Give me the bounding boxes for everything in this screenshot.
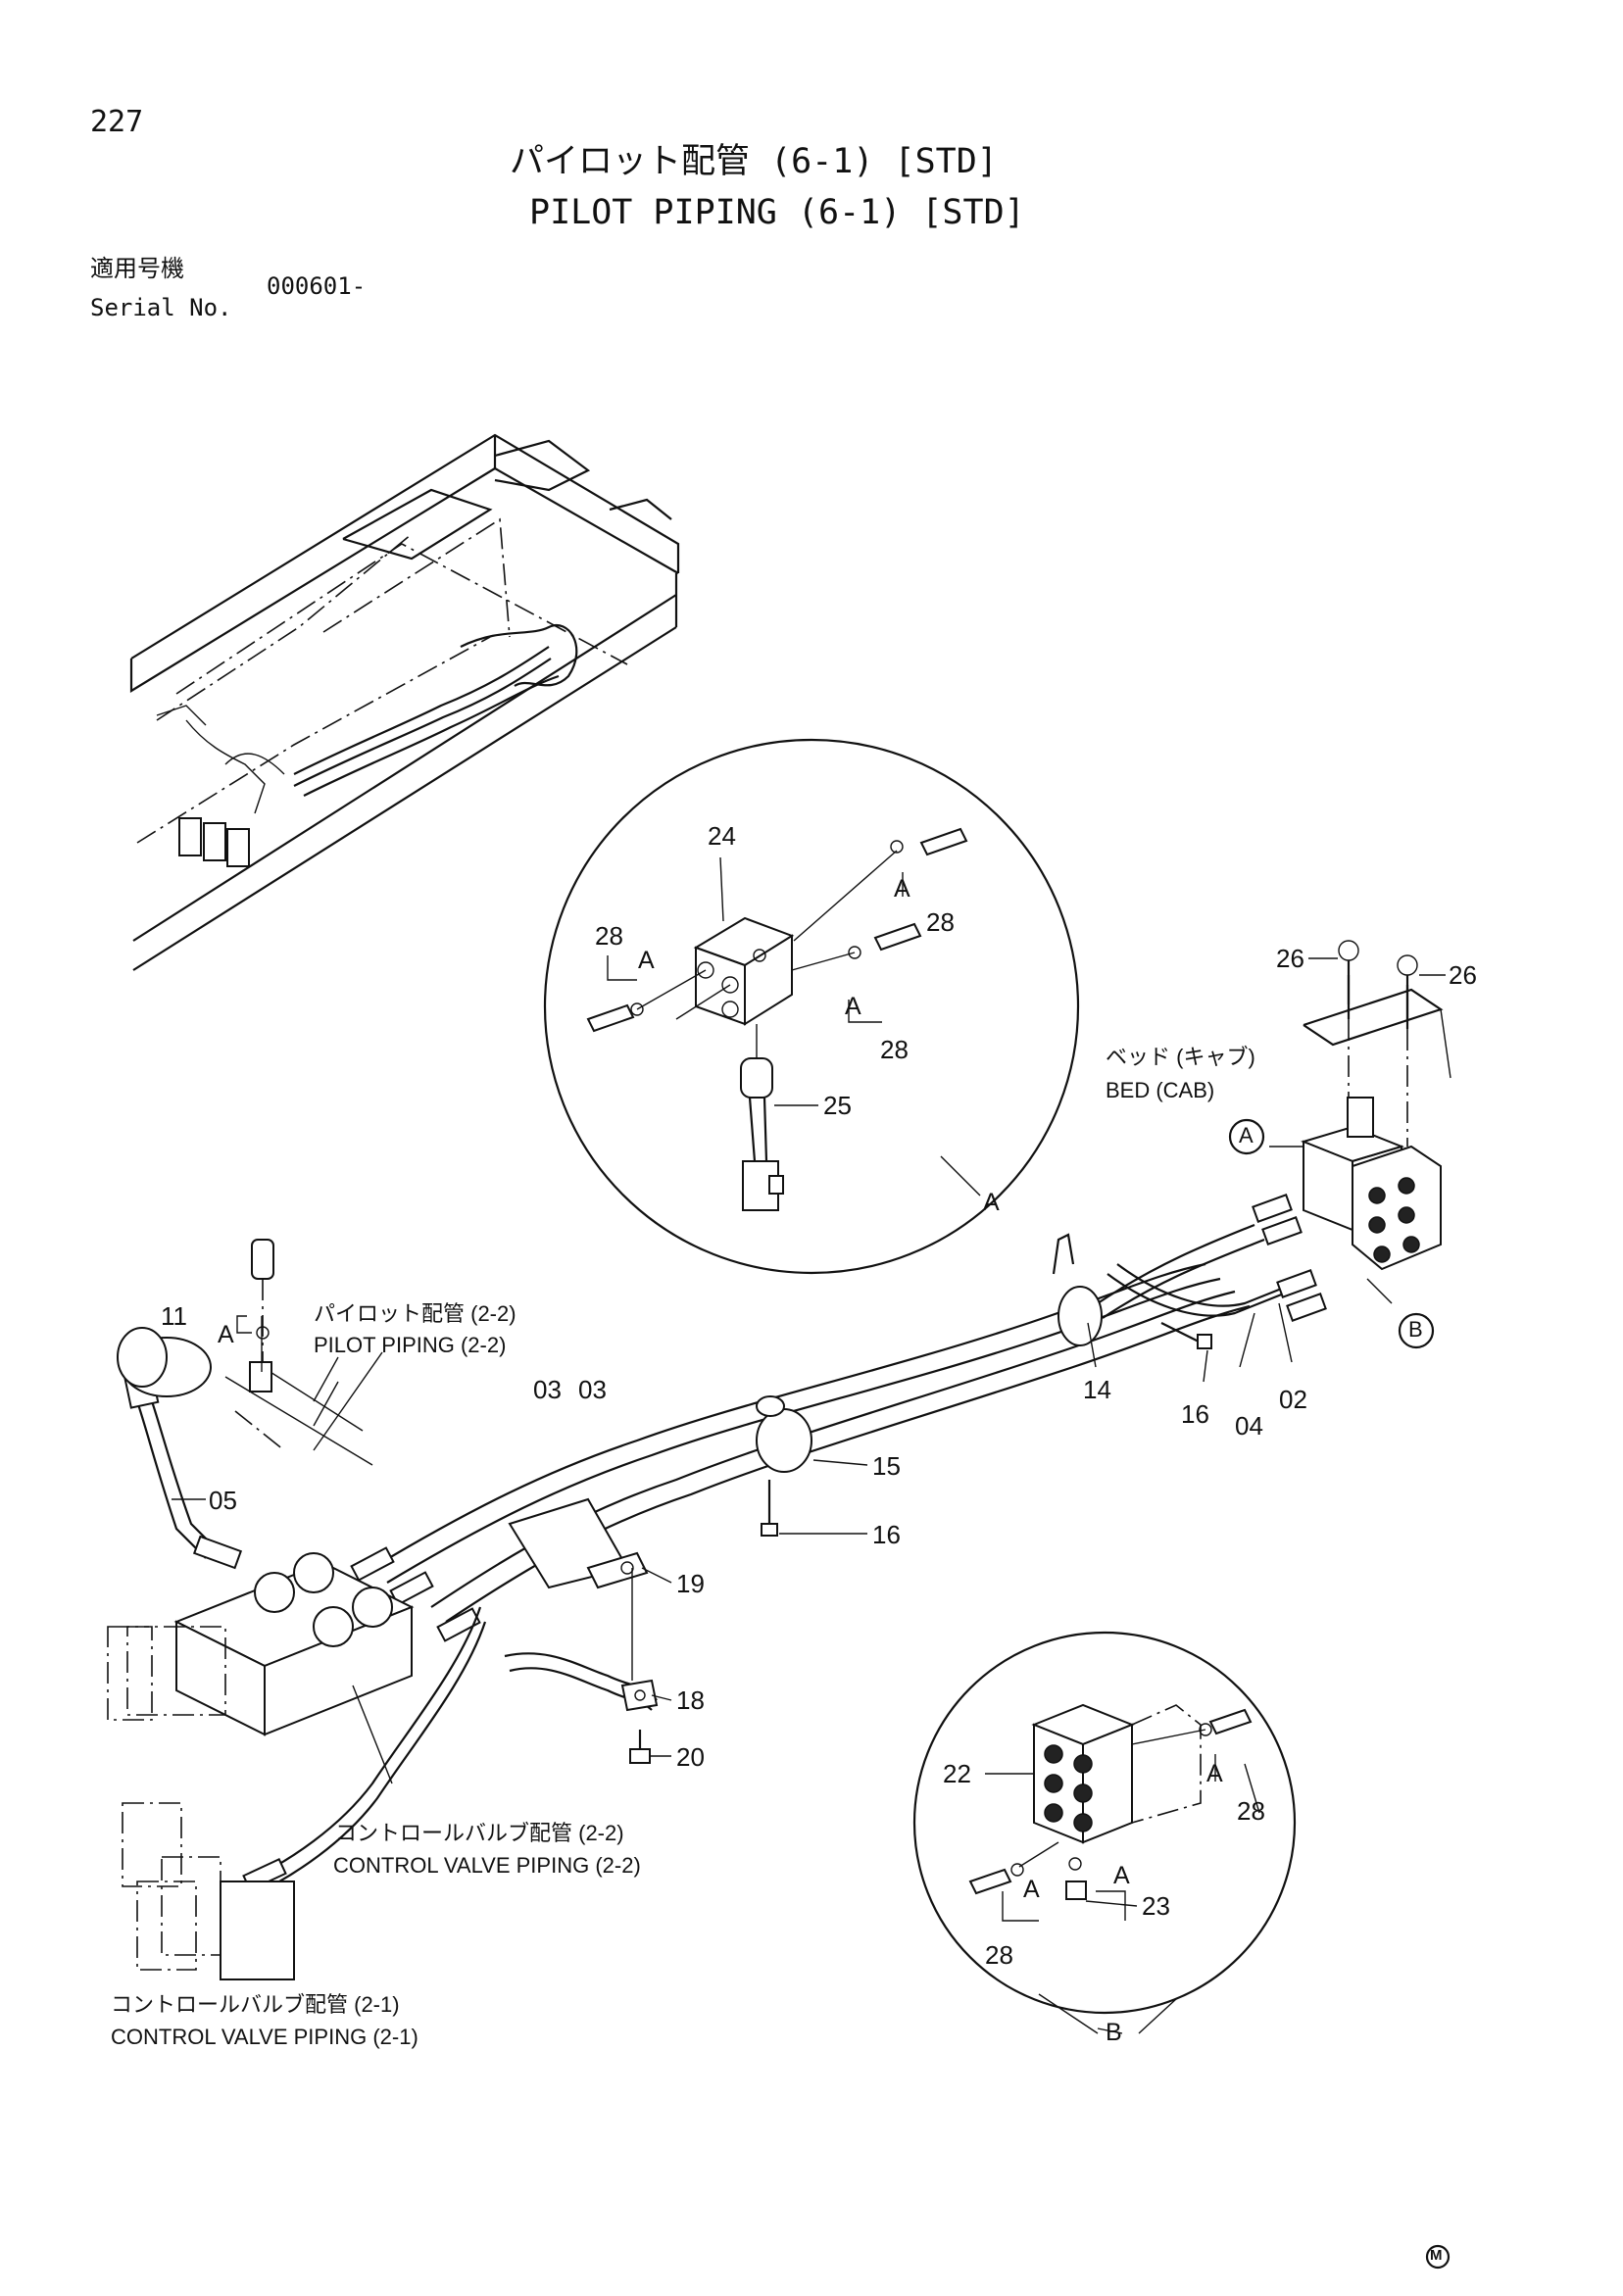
serial-number-value: 000601- <box>267 272 367 300</box>
control-valve-ref-2-2-english: CONTROL VALVE PIPING (2-2) <box>333 1853 641 1878</box>
page-number: 227 <box>90 105 144 139</box>
connection-mark-a: A <box>845 993 861 1020</box>
part-number-23: 23 <box>1142 1891 1170 1921</box>
bed-plate-drawing <box>1300 940 1451 1271</box>
connection-mark-a: A <box>1023 1876 1040 1903</box>
connection-mark-a: A <box>894 875 910 903</box>
detail-b-label: B <box>1106 2019 1122 2046</box>
part-number-28: 28 <box>926 907 955 937</box>
footer-mark: M <box>1430 2247 1443 2264</box>
connection-mark-a: A <box>218 1321 234 1348</box>
part-number-03: 03 <box>578 1375 607 1404</box>
part-number-24: 24 <box>708 821 736 851</box>
part-number-25: 25 <box>823 1091 852 1120</box>
control-valve-drawing <box>107 1239 487 1980</box>
leader-lines <box>172 856 1446 2034</box>
detail-a-label: A <box>983 1189 1000 1216</box>
part-number-28: 28 <box>1237 1796 1265 1826</box>
callout-a: A <box>1239 1123 1254 1148</box>
part-number-20: 20 <box>676 1742 705 1772</box>
pilot-piping-ref-english: PILOT PIPING (2-2) <box>314 1333 507 1357</box>
part-number-28: 28 <box>985 1940 1013 1970</box>
bed-cab-label-japanese: ベッド (キャブ) <box>1106 1045 1255 1069</box>
cab-frame-drawing <box>129 433 680 971</box>
callout-b: B <box>1408 1317 1423 1342</box>
serial-label-japanese: 適用号機 <box>90 255 184 282</box>
bed-cab-label-english: BED (CAB) <box>1106 1078 1215 1102</box>
detail-b-drawing <box>912 1631 1297 2015</box>
detail-a-drawing <box>543 738 1080 1275</box>
part-number-19: 19 <box>676 1569 705 1598</box>
part-number-03: 03 <box>533 1375 562 1404</box>
pilot-piping-ref-japanese: パイロット配管 (2-2) <box>314 1301 516 1326</box>
part-number-15: 15 <box>872 1451 901 1481</box>
control-valve-ref-2-1-english: CONTROL VALVE PIPING (2-1) <box>111 2025 418 2049</box>
bracket-drawing <box>504 1497 659 1764</box>
part-number-18: 18 <box>676 1685 705 1715</box>
part-number-28: 28 <box>880 1035 909 1064</box>
control-valve-ref-2-2-japanese: コントロールバルブ配管 (2-2) <box>335 1821 624 1845</box>
connection-mark-a: A <box>1206 1760 1223 1787</box>
control-valve-ref-2-1-japanese: コントロールバルブ配管 (2-1) <box>111 1992 400 2017</box>
part-number-22: 22 <box>943 1759 971 1788</box>
part-number-26: 26 <box>1449 960 1477 990</box>
serial-label-english: Serial No. <box>90 294 232 321</box>
callout-circles <box>1228 1118 1451 2270</box>
connection-mark-a: A <box>1113 1862 1130 1889</box>
part-number-11: 11 <box>161 1301 187 1331</box>
part-number-16: 16 <box>872 1520 901 1549</box>
part-number-14: 14 <box>1083 1375 1111 1404</box>
hose-bundle-drawing <box>350 1194 1327 1642</box>
part-number-28: 28 <box>595 921 623 951</box>
part-number-05: 05 <box>209 1486 237 1515</box>
title-english: PILOT PIPING (6-1) [STD] <box>529 193 1025 232</box>
part-number-02: 02 <box>1279 1385 1307 1414</box>
title-japanese: パイロット配管 (6-1) [STD] <box>510 142 998 181</box>
connection-mark-a: A <box>638 947 655 974</box>
part-number-26: 26 <box>1276 944 1304 973</box>
part-number-04: 04 <box>1235 1411 1263 1441</box>
part-number-16: 16 <box>1181 1399 1209 1429</box>
